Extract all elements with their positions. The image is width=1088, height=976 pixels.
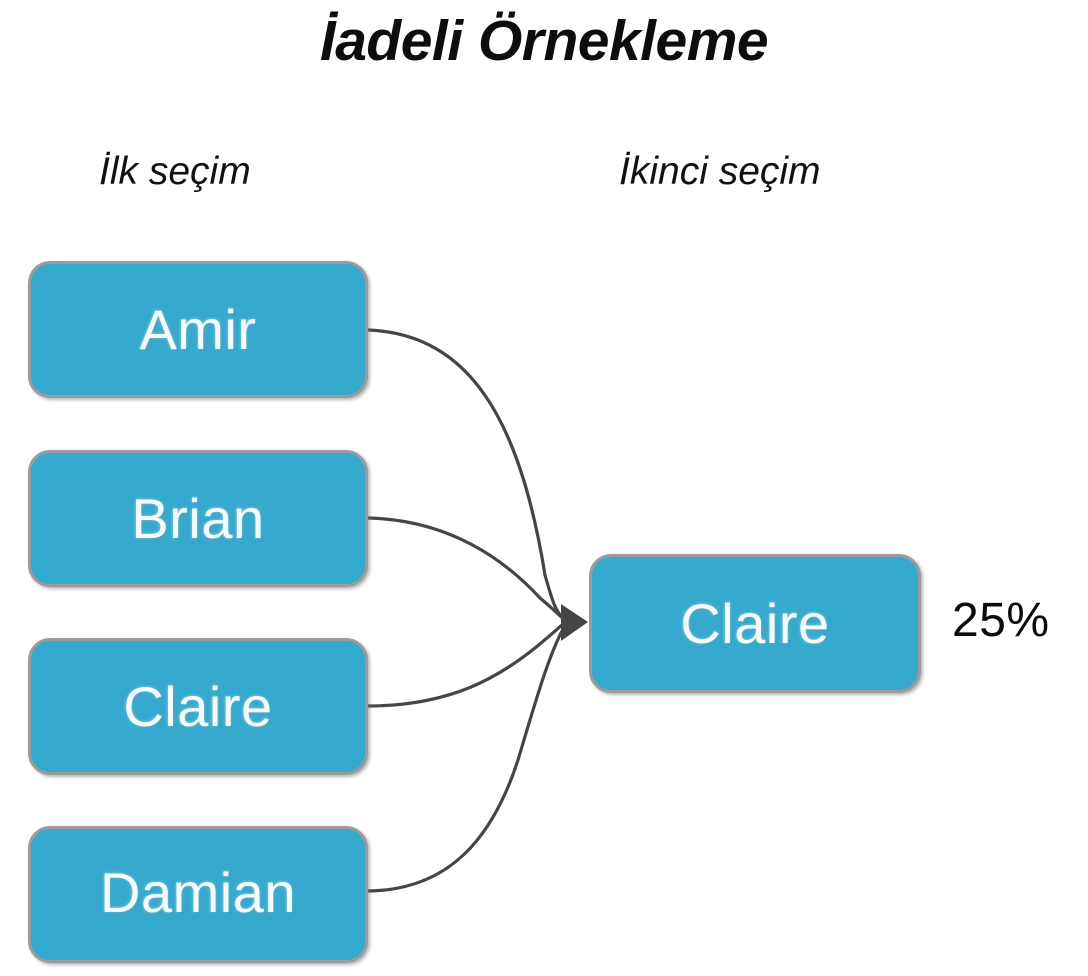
connector-brian-to-claire <box>366 516 568 623</box>
node-label: Claire <box>123 674 273 738</box>
column-header-first-selection: İlk seçim <box>99 150 251 193</box>
node-first-claire[interactable]: Claire <box>28 638 368 775</box>
node-label: Brian <box>131 486 265 550</box>
column-header-second-selection: İkinci seçim <box>619 150 821 193</box>
connector-claire-to-claire <box>366 620 568 708</box>
node-second-claire[interactable]: Claire <box>589 554 921 693</box>
page-title: İadeli Örnekleme <box>319 9 769 73</box>
node-label: Claire <box>680 591 830 655</box>
probability-label-claire: 25% <box>952 594 1050 647</box>
node-label: Amir <box>139 297 257 361</box>
arrow-head-icon <box>561 604 588 641</box>
node-label: Damian <box>100 861 296 924</box>
node-first-damian[interactable]: Damian <box>28 826 368 963</box>
connector-amir-to-claire <box>366 328 568 623</box>
node-first-brian[interactable]: Brian <box>28 450 368 587</box>
connector-damian-to-claire <box>366 622 568 893</box>
node-first-amir[interactable]: Amir <box>28 261 368 398</box>
